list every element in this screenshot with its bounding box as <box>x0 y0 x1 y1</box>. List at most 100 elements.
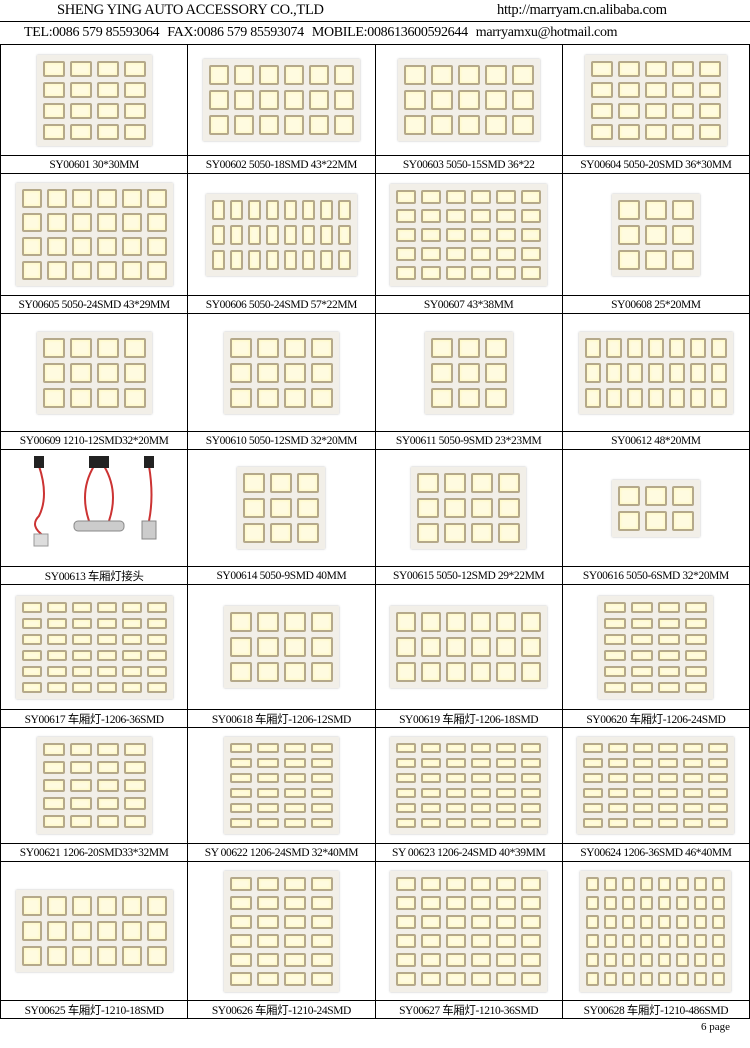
led-chip <box>229 337 252 358</box>
led-chip <box>608 758 629 768</box>
led-chip <box>96 81 119 98</box>
led-chip <box>496 803 517 813</box>
led-chip <box>211 224 225 245</box>
led-chip <box>310 803 333 813</box>
led-chip <box>586 895 600 910</box>
led-chip <box>644 510 667 531</box>
led-chip <box>617 485 640 506</box>
led-chip <box>644 81 667 98</box>
led-chip <box>121 921 142 941</box>
led-chip <box>310 637 333 657</box>
product-image <box>561 44 750 156</box>
mobile: MOBILE:008613600592644 <box>311 25 468 40</box>
led-chip <box>421 637 442 657</box>
led-chip <box>668 362 685 383</box>
led-chip <box>521 637 542 657</box>
led-chip <box>496 933 517 948</box>
led-chip <box>446 662 467 682</box>
product-label: SY00614 5050-9SMD 40MM <box>187 566 376 585</box>
led-chip <box>496 227 517 242</box>
led-chip <box>283 662 306 682</box>
led-chip <box>21 633 42 645</box>
led-chip <box>496 876 517 891</box>
led-chip <box>521 246 542 261</box>
led-chip <box>96 387 119 408</box>
led-chip <box>403 90 426 110</box>
led-chip <box>283 758 306 768</box>
led-chip <box>256 758 279 768</box>
led-chip <box>668 387 685 408</box>
led-chip <box>484 337 507 358</box>
led-chip <box>46 213 67 232</box>
led-board <box>390 737 548 834</box>
led-chip <box>283 612 306 632</box>
led-chip <box>457 387 480 408</box>
led-chip <box>676 914 690 929</box>
led-chip <box>283 199 297 220</box>
led-chip <box>310 788 333 798</box>
led-chip <box>297 523 320 543</box>
led-chip <box>640 933 654 948</box>
led-chip <box>498 523 521 543</box>
led-chip <box>310 743 333 753</box>
led-board <box>36 54 152 146</box>
led-chip <box>708 788 729 798</box>
led-chip <box>283 788 306 798</box>
led-chip <box>658 803 679 813</box>
led-chip <box>617 199 640 220</box>
led-chip <box>297 498 320 518</box>
led-chip <box>308 115 329 135</box>
led-chip <box>496 246 517 261</box>
led-chip <box>96 779 119 792</box>
product-label: SY00615 5050-12SMD 29*22MM <box>374 566 563 585</box>
led-chip <box>319 199 333 220</box>
led-chip <box>71 921 92 941</box>
led-chip <box>647 387 664 408</box>
led-chip <box>96 761 119 774</box>
led-chip <box>396 803 417 813</box>
product-label: SY00610 5050-12SMD 32*20MM <box>187 431 376 450</box>
led-chip <box>583 818 604 828</box>
led-chip <box>96 743 119 756</box>
led-chip <box>146 649 167 661</box>
led-chip <box>471 758 492 768</box>
led-chip <box>71 261 92 280</box>
product-label: SY 00622 1206-24SMD 32*40MM <box>187 843 376 862</box>
product-label: SY00621 1206-20SMD33*32MM <box>0 843 189 862</box>
led-chip <box>708 818 729 828</box>
led-chip <box>658 788 679 798</box>
led-chip <box>233 115 254 135</box>
led-chip <box>668 337 685 358</box>
led-chip <box>471 208 492 223</box>
led-chip <box>457 90 480 110</box>
led-chip <box>96 189 117 208</box>
led-chip <box>46 617 67 629</box>
led-chip <box>496 265 517 280</box>
product-label: SY00608 25*20MM <box>561 295 750 314</box>
led-chip <box>471 952 492 967</box>
product-image <box>187 173 376 296</box>
led-chip <box>496 895 517 910</box>
led-chip <box>256 612 279 632</box>
product-image <box>561 313 750 432</box>
led-chip <box>211 199 225 220</box>
led-chip <box>42 743 65 756</box>
connector-wires-icon <box>33 455 157 546</box>
led-chip <box>310 818 333 828</box>
led-chip <box>283 115 304 135</box>
led-chip <box>694 895 708 910</box>
led-chip <box>617 60 640 77</box>
led-chip <box>658 617 681 629</box>
led-board <box>611 479 700 537</box>
led-chip <box>42 81 65 98</box>
led-chip <box>521 933 542 948</box>
product-label: SY00604 5050-20SMD 36*30MM <box>561 155 750 174</box>
tel: TEL:0086 579 85593064 <box>24 25 160 40</box>
led-chip <box>446 773 467 783</box>
led-chip <box>310 952 333 967</box>
led-chip <box>396 971 417 986</box>
led-chip <box>283 224 297 245</box>
product-label: SY00601 30*30MM <box>0 155 189 174</box>
led-chip <box>683 788 704 798</box>
led-chip <box>708 758 729 768</box>
